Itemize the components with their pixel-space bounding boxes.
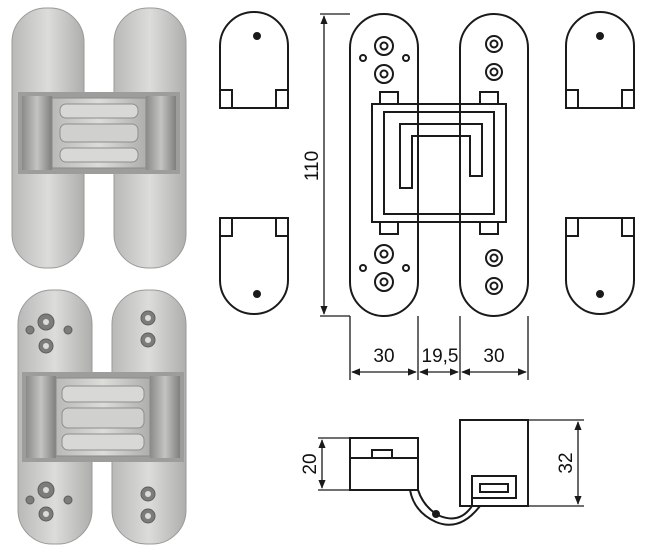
- cover-plate-drawings: [219, 11, 635, 315]
- cover-plate-top-left: [219, 11, 289, 109]
- hinge-photo-uncovered: [17, 289, 187, 545]
- dimension-total-depth: 32: [556, 452, 577, 473]
- dimension-width-left: 30: [373, 346, 394, 367]
- dimension-body-depth: 20: [300, 453, 321, 474]
- side-dimension-lines: [318, 419, 584, 507]
- dimension-gap: 19,5: [422, 346, 459, 367]
- cover-plate-bottom-left: [219, 217, 289, 315]
- cover-plate-bottom-right: [565, 217, 635, 315]
- dimension-width-right: 30: [483, 346, 504, 367]
- dimension-height: 110: [302, 151, 323, 181]
- hinge-front-view: [349, 13, 529, 317]
- dimension-lines: [320, 13, 529, 380]
- hinge-photo-covered: [11, 7, 187, 269]
- cover-plate-top-right: [565, 11, 635, 109]
- hinge-side-view: [349, 419, 529, 526]
